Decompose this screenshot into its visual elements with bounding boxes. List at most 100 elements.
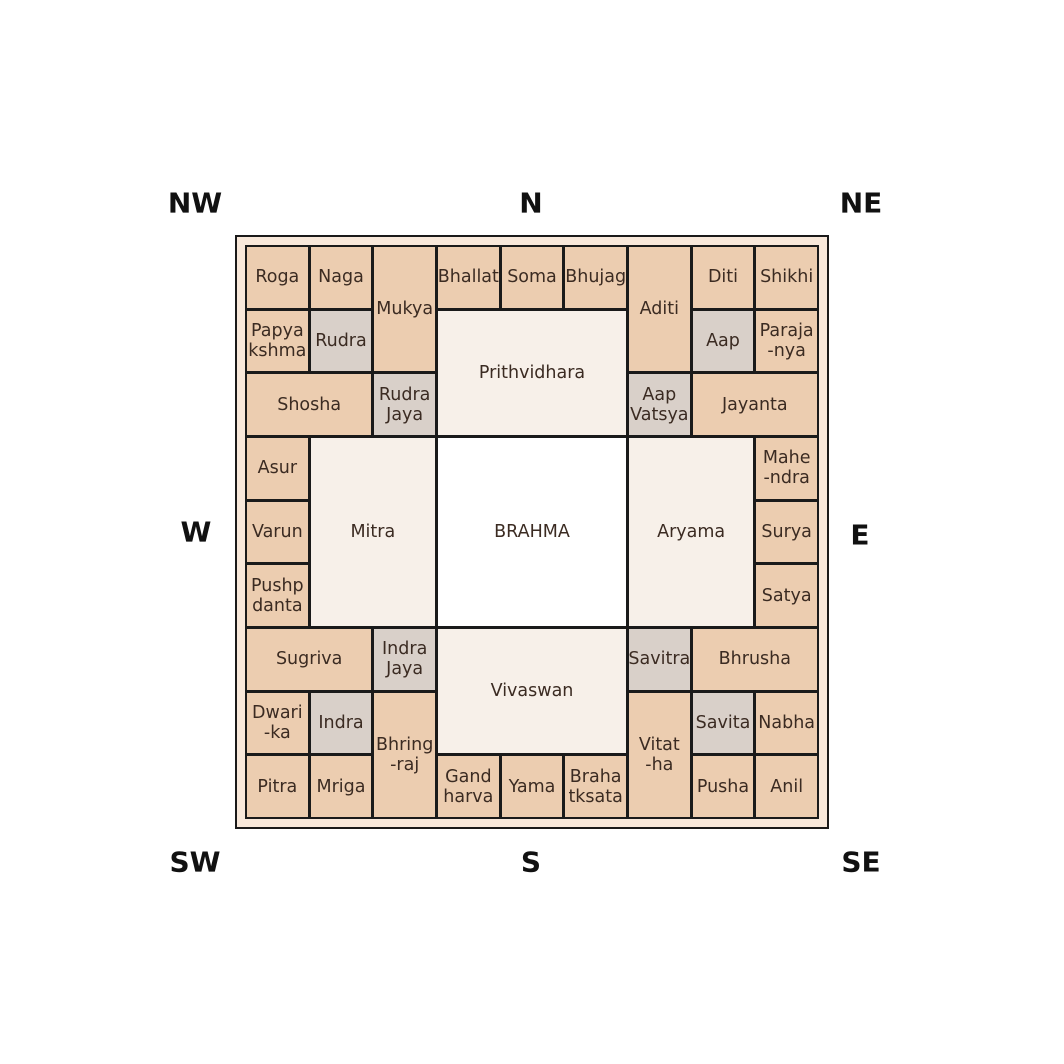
cell-label: Vivaswan	[490, 681, 574, 702]
cell-label: Asur	[257, 458, 298, 479]
cell-label: Aap Vatsya	[630, 384, 689, 425]
cell-label: Pushp danta	[251, 575, 304, 616]
mandala-cell-parajanya: Paraja -nya	[756, 310, 817, 372]
direction-sw: SW	[169, 845, 221, 879]
cell-label: Prithvidhara	[478, 362, 586, 383]
cell-label: Bhallat	[438, 267, 499, 288]
cell-label: Papya kshma	[248, 320, 307, 361]
cell-label: Gand harva	[443, 766, 494, 807]
mandala-cell-aditi: Aditi	[629, 247, 690, 372]
mandala-cell-bhringraj: Bhring -raj	[374, 692, 435, 817]
mandala-cell-rudra: Rudra	[310, 310, 372, 372]
direction-n: N	[519, 186, 543, 220]
mandala-cell-yama: Yama	[501, 756, 563, 817]
mandala-cell-mitra: Mitra	[310, 438, 435, 626]
cell-label: Mahe -ndra	[762, 448, 811, 489]
mandala-cell-mahendra: Mahe -ndra	[756, 438, 817, 499]
cell-label: Satya	[761, 585, 812, 606]
cell-label: Bhring -raj	[375, 734, 434, 775]
mandala-cell-savitra: Savitra	[629, 629, 690, 690]
cell-label: Nabha	[758, 712, 816, 733]
direction-nw: NW	[167, 186, 223, 220]
mandala-cell-brahatksata: Braha tksata	[565, 756, 626, 817]
mandala-cell-bhujag: Bhujag	[565, 247, 626, 308]
mandala-cell-bhallat: Bhallat	[438, 247, 499, 308]
cell-label: Rudra Jaya	[378, 384, 431, 425]
cell-label: Dwari -ka	[252, 702, 303, 743]
cell-label: Aap	[706, 330, 740, 351]
mandala-cell-vitatha: Vitat -ha	[629, 692, 690, 817]
mandala-cell-naga: Naga	[310, 247, 372, 308]
cell-label: Braha tksata	[568, 766, 623, 807]
cell-label: Vitat -ha	[638, 734, 680, 775]
mandala-cell-asur: Asur	[247, 438, 308, 499]
mandala-cell-surya: Surya	[756, 501, 817, 563]
cell-label: Shikhi	[760, 267, 814, 288]
mandala-cell-shosha: Shosha	[247, 374, 372, 435]
cell-label: Indra	[318, 712, 364, 733]
mandala-cell-mriga: Mriga	[310, 756, 372, 817]
cell-label: Bhrusha	[718, 649, 791, 670]
mandala-cell-roga: Roga	[247, 247, 308, 308]
mandala-cell-soma: Soma	[501, 247, 563, 308]
mandala-cell-dwarika: Dwari -ka	[247, 692, 308, 754]
cell-label: BRAHMA	[494, 521, 570, 542]
cell-label: Aryama	[657, 521, 726, 542]
mandala-cell-shikhi: Shikhi	[756, 247, 817, 308]
mandala-cell-pitra: Pitra	[247, 756, 308, 817]
mandala-cell-vivaswan: Vivaswan	[438, 629, 626, 754]
cell-label: Rudra	[315, 330, 367, 351]
direction-se: SE	[841, 845, 881, 879]
cell-label: Diti	[707, 267, 739, 288]
mandala-cell-rudrajaya: Rudra Jaya	[374, 374, 435, 435]
cell-label: Indra Jaya	[382, 639, 428, 680]
cell-label: Soma	[507, 267, 557, 288]
mandala-cell-varun: Varun	[247, 501, 308, 563]
cell-label: Pitra	[257, 776, 298, 797]
mandala-cell-jayanta: Jayanta	[692, 374, 817, 435]
mandala-cell-sugriva: Sugriva	[247, 629, 372, 690]
cell-label: Shosha	[277, 394, 342, 415]
direction-ne: NE	[839, 186, 883, 220]
mandala-cell-savita: Savita	[692, 692, 754, 754]
mandala-cell-bhrusha: Bhrusha	[692, 629, 817, 690]
cell-label: Mriga	[316, 776, 366, 797]
cell-label: Pusha	[696, 776, 750, 797]
direction-s: S	[520, 845, 542, 879]
cell-label: Surya	[761, 521, 812, 542]
cell-label: Mitra	[350, 521, 396, 542]
mandala-cell-mukya: Mukya	[374, 247, 435, 372]
cell-label: Varun	[251, 521, 303, 542]
cell-label: Mukya	[376, 299, 434, 320]
mandala-cell-aryama: Aryama	[629, 438, 754, 626]
cell-label: Paraja -nya	[759, 320, 814, 361]
mandala-cell-indra: Indra	[310, 692, 372, 754]
mandala-cell-pusha: Pusha	[692, 756, 754, 817]
direction-e: E	[850, 518, 870, 552]
mandala-cell-aap: Aap	[692, 310, 754, 372]
cell-label: Savitra	[629, 649, 690, 670]
mandala-cell-pushpdanta: Pushp danta	[247, 565, 308, 626]
mandala-cell-brahma: BRAHMA	[438, 438, 626, 626]
mandala-cell-aapvatsya: Aap Vatsya	[629, 374, 690, 435]
cell-label: Bhujag	[565, 267, 626, 288]
cell-label: Naga	[318, 267, 364, 288]
mandala-cell-diti: Diti	[692, 247, 754, 308]
cell-label: Anil	[770, 776, 804, 797]
mandala-cell-nabha: Nabha	[756, 692, 817, 754]
mandala-cell-anil: Anil	[756, 756, 817, 817]
mandala-cell-indrajaya: Indra Jaya	[374, 629, 435, 690]
cell-label: Jayanta	[722, 394, 788, 415]
direction-w: W	[180, 515, 212, 549]
cell-label: Roga	[255, 267, 300, 288]
cell-label: Savita	[695, 712, 751, 733]
mandala-cell-papyakshma: Papya kshma	[247, 310, 308, 372]
mandala-cell-satya: Satya	[756, 565, 817, 626]
cell-label: Aditi	[639, 299, 679, 320]
mandala-cell-gandharva: Gand harva	[438, 756, 499, 817]
cell-label: Yama	[508, 776, 556, 797]
mandala-cell-prithvidhara: Prithvidhara	[438, 310, 626, 435]
cell-label: Sugriva	[275, 649, 343, 670]
